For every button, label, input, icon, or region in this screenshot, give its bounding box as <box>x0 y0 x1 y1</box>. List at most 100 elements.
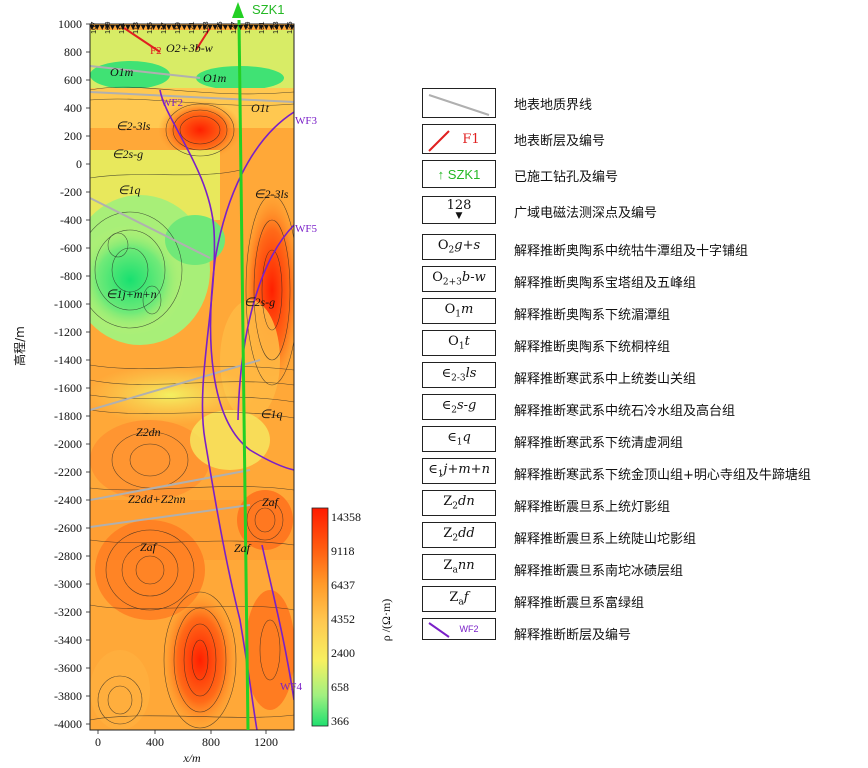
label-z2dd-z2nn: Z2dd+Z2nn <box>128 492 185 506</box>
y-tick-label: -2600 <box>54 521 82 535</box>
legend-unit-code: O1t <box>448 334 470 352</box>
colorbar-tick-label: 9118 <box>331 544 355 558</box>
legend-description: 已施工钻孔及编号 <box>514 170 619 185</box>
legend-item: ∈1q 解释推断寒武系下统清虚洞组 <box>420 426 866 456</box>
legend-description: 解释推断奥陶系中统牯牛潭组及十字铺组 <box>514 244 749 259</box>
label-e23ls-right: ∈2-3ls <box>254 187 289 201</box>
station-triangle <box>284 25 290 30</box>
legend-symbol-box: Z2dn <box>422 490 496 516</box>
station-triangle <box>253 25 259 30</box>
station-triangle <box>238 25 244 30</box>
colorbar-tick-label: 4352 <box>331 612 355 626</box>
station-triangle <box>110 25 116 30</box>
legend-symbol-box: F1 <box>422 124 496 154</box>
legend-description: 解释推断寒武系下统清虚洞组 <box>514 436 684 451</box>
station-triangle <box>279 25 285 30</box>
legend-symbol-box: ↑ SZK1 <box>422 160 496 188</box>
y-tick-label: -800 <box>60 269 82 283</box>
station-triangle <box>212 25 218 30</box>
station-label: 117 <box>159 22 168 34</box>
legend-symbol-box: O1t <box>422 330 496 356</box>
label-e23ls-left: ∈2-3ls <box>116 119 151 133</box>
station-label: 109 <box>103 21 112 34</box>
y-tick-label: -1600 <box>54 381 82 395</box>
station-label: 119 <box>173 22 182 34</box>
station-triangle <box>243 25 249 30</box>
y-tick-label: -2200 <box>54 465 82 479</box>
legend-item: 128▼广域电磁法测深点及编号 <box>420 196 866 226</box>
label-o23bw: O2+3b-w <box>166 41 213 55</box>
colorbar-tick-label: 658 <box>331 680 349 694</box>
legend-item: O1m 解释推断奥陶系下统湄潭组 <box>420 298 866 328</box>
legend-symbol-box: O1m <box>422 298 496 324</box>
legend-symbol-box: 128▼ <box>422 196 496 224</box>
label-wf4: WF4 <box>280 681 303 693</box>
station-label: 121 <box>187 21 196 34</box>
fault-wf3-line <box>209 111 294 471</box>
x-tick-label: 800 <box>202 735 220 749</box>
label-zaf-right: Zaf <box>262 495 280 509</box>
legend-item: Zann 解释推断震旦系南坨冰碛层组 <box>420 554 866 584</box>
y-tick-label: -4000 <box>54 717 82 731</box>
station-triangle <box>192 25 198 30</box>
legend-unit-code: Zaf <box>449 590 469 608</box>
y-tick-label: -1200 <box>54 325 82 339</box>
legend-unit-code: ∈1q <box>447 430 471 448</box>
legend-item: O1t 解释推断奥陶系下统桐梓组 <box>420 330 866 360</box>
legend-symbol-box: Zaf <box>422 586 496 612</box>
legend-symbol-box: ∈1j+m+n <box>422 458 496 484</box>
y-tick-label: 200 <box>64 129 82 143</box>
station-triangle <box>99 25 105 30</box>
station-triangle <box>197 25 203 30</box>
legend-symbol-box: Zann <box>422 554 496 580</box>
legend-description: 解释推断震旦系南坨冰碛层组 <box>514 564 684 579</box>
label-wf5: WF5 <box>295 223 318 235</box>
y-tick-label: -3000 <box>54 577 82 591</box>
x-tick-label: 0 <box>95 735 101 749</box>
station-triangle <box>222 25 228 30</box>
station-triangle <box>145 25 151 30</box>
station-triangle <box>263 25 269 30</box>
y-tick-label: -1400 <box>54 353 82 367</box>
y-tick-label: -3600 <box>54 661 82 675</box>
station-triangle <box>274 25 280 30</box>
legend-description: 地表断层及编号 <box>514 134 606 149</box>
legend-unit-code: ∈2s-g <box>441 398 477 416</box>
station-label: 133 <box>271 21 280 34</box>
y-tick-label: 800 <box>64 45 82 59</box>
label-e2sg-left: ∈2s-g <box>112 147 143 161</box>
station-label: 131 <box>257 21 266 34</box>
legend-unit-code: Z2dn <box>443 494 475 512</box>
y-tick-label: -400 <box>60 213 82 227</box>
label-e1q-right: ∈1q <box>260 407 282 421</box>
label-wf3: WF3 <box>295 115 318 127</box>
legend-description: 解释推断奥陶系下统桐梓组 <box>514 340 671 355</box>
station-label: 115 <box>145 22 154 34</box>
legend-unit-code: Z2dd <box>443 526 475 544</box>
legend-description: 解释推断奥陶系下统湄潭组 <box>514 308 671 323</box>
legend-item: F1 地表断层及编号 <box>420 124 866 154</box>
legend-description: 解释推断寒武系中统石冷水组及高台组 <box>514 404 736 419</box>
station-triangle <box>268 25 274 30</box>
y-tick-label: -3400 <box>54 633 82 647</box>
legend-borehole-text: SZK1 <box>447 166 481 182</box>
station-label: 127 <box>229 21 238 34</box>
label-o1m-right: O1m <box>203 71 227 85</box>
y-axis-label: 高程/m <box>12 326 27 366</box>
legend-description: 解释推断断层及编号 <box>514 628 632 643</box>
station-triangle <box>156 25 162 30</box>
station-label: 125 <box>215 21 224 34</box>
station-triangle <box>161 25 167 30</box>
y-tick-label: 400 <box>64 101 82 115</box>
legend-symbol-box: Z2dd <box>422 522 496 548</box>
fault-wf2-line <box>159 89 258 730</box>
label-e2sg-right: ∈2s-g <box>244 295 275 309</box>
legend-item: Z2dd 解释推断震旦系上统陡山坨影组 <box>420 522 866 552</box>
legend-item: ∈2s-g 解释推断寒武系中统石冷水组及高台组 <box>420 394 866 424</box>
label-z2dn: Z2dn <box>136 425 161 439</box>
legend-description: 解释推断震旦系上统陡山坨影组 <box>514 532 697 547</box>
resistivity-section <box>90 24 294 730</box>
